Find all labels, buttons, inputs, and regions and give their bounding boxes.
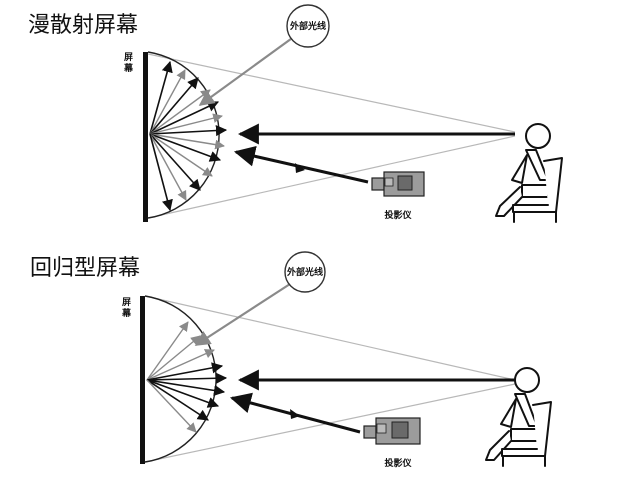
projector-beam-arrow-mid	[295, 163, 305, 173]
ambient-light-circle	[286, 4, 330, 48]
projector-beam-arrow-mid	[290, 409, 300, 419]
view-frustum-top	[144, 295, 516, 381]
screen-bar	[140, 296, 145, 464]
projector-beam	[233, 145, 369, 184]
view-frustum-top	[147, 53, 516, 133]
panel-retroreflective-screen: 回归型屏幕 屏 幕 外部光线	[30, 251, 552, 469]
screen-label-top: 屏	[124, 52, 133, 63]
projector-label: 投影仪	[384, 457, 412, 469]
projector-label: 投影仪	[384, 209, 412, 221]
view-frustum-bottom	[147, 135, 516, 219]
panel-title: 漫散射屏幕	[28, 13, 138, 38]
viewer-in-chair-icon	[495, 123, 563, 223]
projector-icon	[371, 171, 425, 197]
retroreflected-rays	[146, 321, 228, 433]
panel-diffuse-screen: 漫散射屏幕 屏 幕 外部光线	[28, 4, 563, 223]
screen-label-top: 屏	[122, 297, 131, 308]
ambient-light-circle	[284, 251, 326, 293]
screen-label-bottom: 幕	[123, 62, 134, 74]
viewer-in-chair-icon	[485, 367, 552, 467]
screen-bar	[143, 52, 148, 222]
ambient-light-ray	[194, 283, 291, 346]
projector-icon	[363, 417, 421, 445]
panel-title: 回归型屏幕	[30, 256, 140, 281]
ambient-light-label: 外部光线	[286, 266, 323, 278]
ambient-light-ray	[198, 35, 296, 106]
screen-label-bottom: 幕	[121, 307, 132, 319]
ambient-light-label: 外部光线	[289, 20, 326, 32]
diffuse-rays	[149, 60, 228, 212]
